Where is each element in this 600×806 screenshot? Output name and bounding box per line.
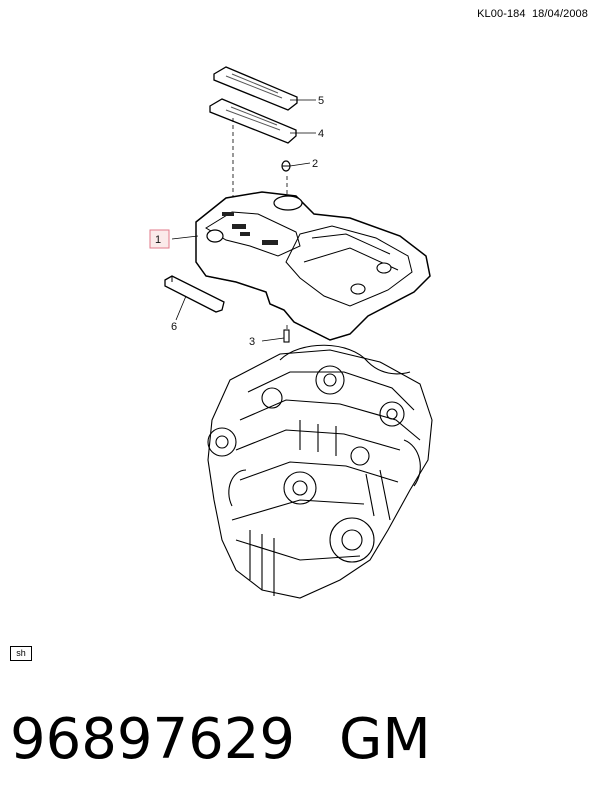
- drawing-date: 18/04/2008: [531, 8, 588, 20]
- callout-5: 5: [318, 95, 324, 107]
- brand-name: GM: [339, 707, 431, 772]
- engine-assembly: [207, 344, 433, 599]
- part-6-foam-strip: [164, 275, 225, 313]
- callout-4: 4: [318, 128, 324, 140]
- callout-1: 1: [155, 234, 161, 246]
- drawing-reference: KL00-184 18/04/2008: [477, 8, 588, 20]
- callout-2: 2: [312, 158, 318, 170]
- callout-1-highlight: [149, 229, 170, 249]
- callout-3: 3: [249, 336, 255, 348]
- exploded-parts-diagram: 1 2 3 4 5 6: [149, 66, 433, 599]
- part-2-grommet: [281, 160, 291, 172]
- part-number: 96897629: [10, 707, 296, 772]
- part-5-badge-plate: [213, 66, 298, 111]
- sh-badge: sh: [10, 646, 32, 661]
- drawing-code: KL00-184: [477, 8, 526, 20]
- part-1-engine-cover: [195, 191, 431, 341]
- callout-6: 6: [171, 321, 177, 333]
- part-3-stud: [283, 329, 290, 343]
- part-caption: 96897629 GM: [10, 700, 431, 780]
- part-4-badge-plate: [209, 98, 297, 144]
